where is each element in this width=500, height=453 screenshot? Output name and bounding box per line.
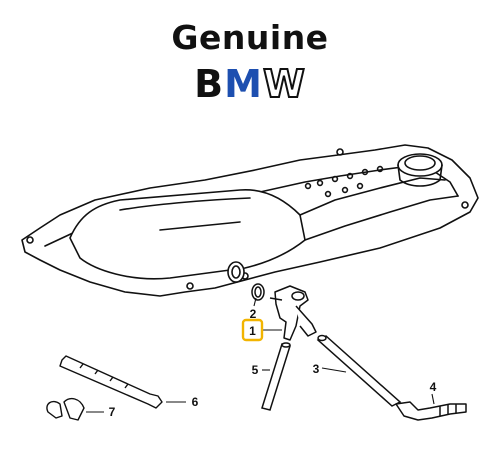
callout-3: 3 <box>313 362 320 376</box>
hose-part-5 <box>261 342 291 411</box>
callout-7: 7 <box>109 405 116 419</box>
bmw-logo: BMW <box>0 61 500 107</box>
callout-2: 2 <box>250 307 257 321</box>
valve-cover-drawing <box>21 144 479 297</box>
callout-1: 1 <box>249 324 256 338</box>
brand-title: Genuine <box>171 18 329 57</box>
clip-part-7 <box>46 397 85 421</box>
callout-1-highlight-box <box>241 318 264 342</box>
o-ring-part-2 <box>251 283 265 301</box>
callout-5: 5 <box>252 363 259 377</box>
callout-6: 6 <box>192 395 199 409</box>
logo-letter-w: W <box>262 61 306 107</box>
logo-letter-b: B <box>194 62 225 106</box>
hose-part-3 <box>316 334 402 407</box>
logo-letter-m: M <box>224 62 263 106</box>
sensor-part-4 <box>395 401 467 421</box>
cable-tie-part-6 <box>59 355 163 409</box>
valve-part-1 <box>269 285 317 341</box>
leader-lines <box>86 297 435 413</box>
callout-4: 4 <box>430 380 437 394</box>
